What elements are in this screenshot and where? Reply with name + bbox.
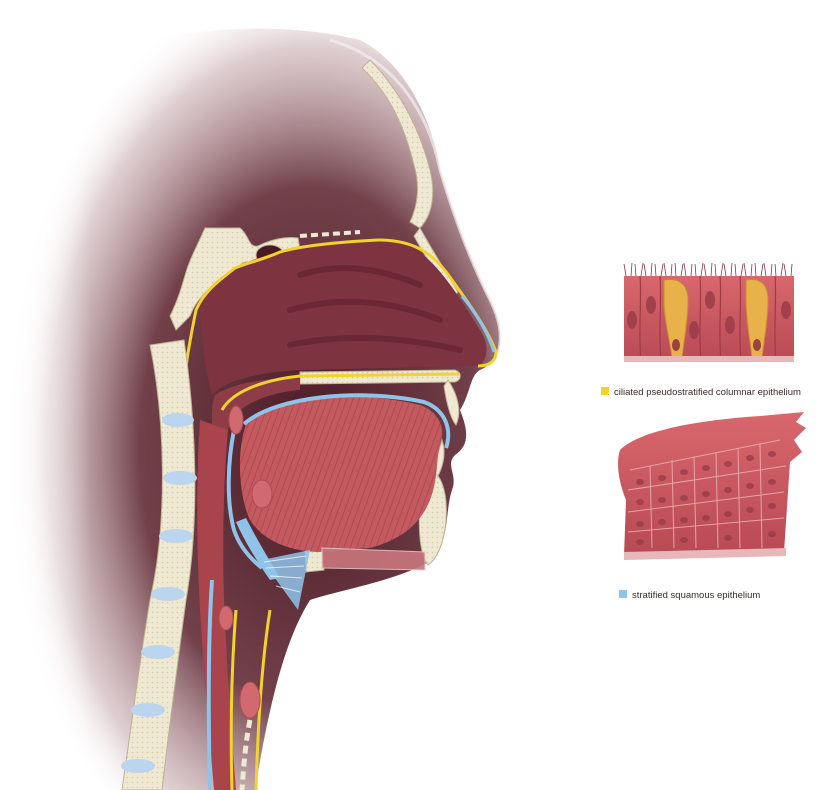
basement-membrane bbox=[624, 356, 794, 362]
legend-swatch-ciliated bbox=[601, 387, 609, 395]
intervertebral-disc bbox=[163, 471, 197, 485]
legend-item-ciliated: ciliated pseudostratified columnar epith… bbox=[601, 387, 801, 398]
adenoid bbox=[229, 406, 243, 434]
cilia bbox=[624, 263, 792, 276]
intervertebral-disc bbox=[162, 413, 194, 427]
ciliated-tissue-block bbox=[624, 276, 794, 362]
intervertebral-disc bbox=[131, 703, 165, 717]
intervertebral-disc bbox=[121, 759, 155, 773]
geniohyoid-muscle bbox=[322, 548, 425, 570]
ciliated-epithelium-illustration bbox=[624, 263, 794, 362]
legend-swatch-squamous bbox=[619, 590, 627, 598]
lingual-tonsil bbox=[219, 606, 233, 630]
legend-item-squamous: stratified squamous epithelium bbox=[619, 590, 760, 601]
intervertebral-disc bbox=[151, 587, 185, 601]
intervertebral-disc bbox=[159, 529, 193, 543]
thyroid-gland bbox=[240, 682, 260, 718]
intervertebral-disc bbox=[141, 645, 175, 659]
legend-label-squamous: stratified squamous epithelium bbox=[632, 590, 760, 601]
palatine-tonsil bbox=[252, 480, 272, 508]
squamous-tissue-block bbox=[618, 412, 806, 556]
squamous-epithelium-illustration bbox=[618, 412, 806, 560]
legend-label-ciliated: ciliated pseudostratified columnar epith… bbox=[614, 387, 801, 398]
